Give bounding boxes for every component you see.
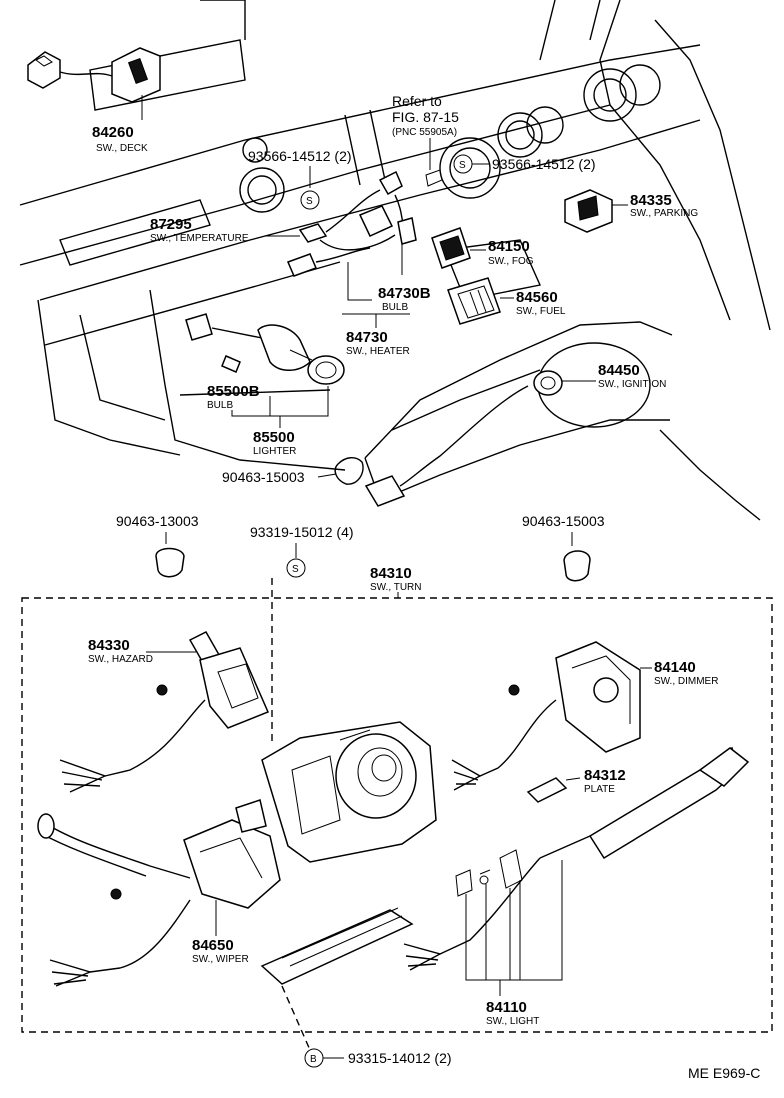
fuel-switch-art — [447, 277, 514, 325]
lighter-bulb-name: BULB — [207, 400, 233, 411]
plate-number: 84312 — [584, 767, 626, 784]
ignition-switch-name: SW., IGNITION — [598, 379, 666, 390]
parking-switch-art — [564, 189, 628, 233]
light-switch-number: 84110 — [486, 999, 527, 1016]
light-switch-name: SW., LIGHT — [486, 1016, 539, 1027]
clamp-icon — [563, 550, 591, 582]
screw-93566-right-label: 93566-14512 (2) — [492, 156, 596, 172]
fog-switch-number: 84150 — [488, 238, 530, 255]
heater-harness-art — [266, 169, 443, 277]
dimmer-switch-name: SW., DIMMER — [654, 676, 718, 687]
parking-switch-number: 84335 — [630, 192, 672, 209]
parking-switch-name: SW., PARKING — [630, 208, 698, 219]
svg-text:S: S — [459, 160, 466, 171]
hazard-switch-art — [59, 631, 269, 793]
heater-bulb-name: BULB — [382, 302, 408, 313]
wiper-switch-art — [37, 799, 281, 987]
lighter-number: 85500 — [253, 429, 295, 446]
figure-code: ME E969-C — [688, 1065, 760, 1081]
hazard-switch-name: SW., HAZARD — [88, 654, 153, 665]
clamp-90463-15003-left-label: 90463-15003 — [222, 469, 305, 485]
wiper-switch-name: SW., WIPER — [192, 954, 249, 965]
turn-switch-number: 84310 — [370, 565, 412, 582]
screw-93315-label: 93315-14012 (2) — [348, 1050, 452, 1066]
light-switch-art — [403, 746, 750, 996]
fog-switch-art — [431, 227, 486, 269]
screw-s-icon — [286, 558, 306, 578]
lighter-bulb-number: 85500B — [207, 383, 260, 400]
heater-switch-number: 84730 — [346, 329, 388, 346]
fuel-switch-number: 84560 — [516, 289, 558, 306]
turn-switch-body-art — [261, 721, 437, 863]
pnc-label: (PNC 55905A) — [392, 127, 457, 138]
screw-93319-label: 93319-15012 (4) — [250, 524, 354, 540]
svg-text:B: B — [310, 1054, 317, 1065]
clamp-icon — [155, 547, 185, 578]
steering-column-art — [334, 321, 673, 507]
ignition-switch-number: 84450 — [598, 362, 640, 379]
wiper-switch-number: 84650 — [192, 937, 234, 954]
turn-switch-name: SW., TURN — [370, 582, 421, 593]
clamp-90463-13003-label: 90463-13003 — [116, 513, 199, 529]
fog-switch-name: SW., FOG — [488, 256, 534, 267]
turn-switch-assembly-frame — [21, 597, 773, 1033]
temperature-switch-number: 87295 — [150, 216, 192, 233]
clamp-90463-15003-right-label: 90463-15003 — [522, 513, 605, 529]
refer-fig-label: FIG. 87-15 — [392, 109, 459, 125]
deck-switch-name: SW., DECK — [96, 143, 148, 154]
plate-icon — [526, 777, 568, 803]
screw-93566-left-label: 93566-14512 (2) — [248, 148, 352, 164]
hazard-switch-number: 84330 — [88, 637, 130, 654]
heater-bulb-number: 84730B — [378, 285, 431, 302]
dimmer-switch-number: 84140 — [654, 659, 696, 676]
lighter-name: LIGHTER — [253, 446, 296, 457]
temperature-switch-name: SW., TEMPERATURE — [150, 233, 249, 244]
lighter-art — [185, 313, 345, 385]
heater-switch-name: SW., HEATER — [346, 346, 410, 357]
deck-switch-number: 84260 — [92, 124, 134, 141]
plate-name: PLATE — [584, 784, 615, 795]
svg-text:S: S — [292, 564, 299, 575]
fuel-switch-name: SW., FUEL — [516, 306, 566, 317]
switch-cover-art — [260, 907, 414, 985]
svg-text:S: S — [306, 196, 313, 207]
deck-switch-art — [27, 47, 161, 120]
screw-s-icon — [300, 190, 320, 210]
dashboard-outline — [19, 0, 771, 521]
refer-to-label: Refer to — [392, 93, 442, 109]
dimmer-switch-art — [451, 641, 652, 791]
